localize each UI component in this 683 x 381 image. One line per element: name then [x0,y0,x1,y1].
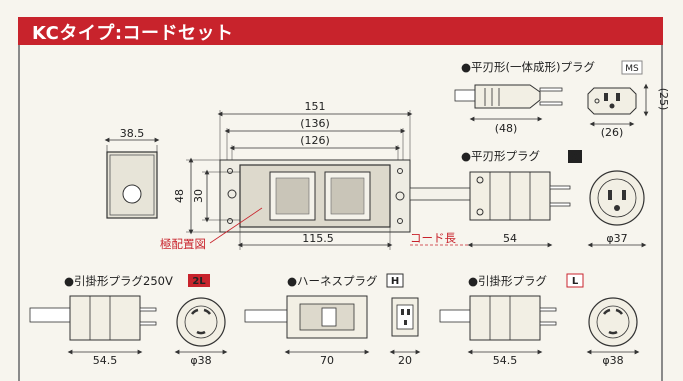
plug-s-badge: S [571,152,578,163]
plug-2l-dim-54-5: 54.5 [93,354,118,367]
section-header: KCタイプ:コードセット [18,17,663,45]
plug-ms-dim-48: (48) [495,122,518,135]
plug-l-dim-phi38: φ38 [602,354,623,367]
plug-s-dim-54: 54 [503,232,517,245]
content-frame [18,45,663,381]
dim-side-width: 38.5 [120,127,145,140]
plug-l-badge-box [566,273,584,288]
plug-h: ●ハーネスプラグ H 70 20 [244,273,421,367]
plug-ms-label: ●平刃形(一体成形)プラグ [461,60,596,74]
plug-ms-badge: MS [625,64,639,74]
dim-width-115-5: 115.5 [302,232,334,245]
plug-s: ●平刃形プラグ S 54 φ37 [461,149,647,248]
plug-s-badge-box [568,150,582,163]
plug-ms-dim-26: (26) [601,126,624,139]
unit-front-view: 151 (136) (126) 48 30 [160,100,471,251]
section-title: KCタイプ:コードセット [32,23,234,44]
dim-width-126: (126) [300,134,330,147]
dim-width-151: 151 [305,100,326,113]
dim-height-48: 48 [173,189,186,203]
cord-length-label: コード長 [410,231,456,245]
plug-l-label: ●引掛形プラグ [468,274,548,288]
plug-h-badge: H [391,276,399,287]
plug-2l: ●引掛形プラグ250V 2L 54.5 φ38 [29,274,228,367]
plug-s-dim-phi37: φ37 [606,232,627,245]
plug-h-badge-box [386,273,404,288]
dim-height-30: 30 [192,189,205,203]
plug-l-dim-54-5: 54.5 [493,354,518,367]
plug-l: ●引掛形プラグ L 54.5 φ38 [439,273,640,367]
plug-ms-badge-box [621,60,643,75]
plug-s-label: ●平刃形プラグ [461,149,541,163]
plug-2l-dim-phi38: φ38 [190,354,211,367]
dim-width-136: (136) [300,117,330,130]
plug-h-label: ●ハーネスプラグ [287,274,378,288]
plug-ms-dim-25: (25) [657,88,670,111]
plug-h-dim-70: 70 [320,354,334,367]
plug-2l-badge-box [188,274,210,287]
plug-h-dim-20: 20 [398,354,412,367]
plug-l-badge: L [572,276,579,287]
plug-2l-badge: 2L [192,276,206,287]
polarity-diagram-label: 極配置図 [160,237,206,251]
plug-ms: ●平刃形(一体成形)プラグ MS (48) (25) (26) [454,60,670,139]
unit-side-view: 38.5 [104,127,160,219]
plug-2l-label: ●引掛形プラグ250V [64,274,173,288]
